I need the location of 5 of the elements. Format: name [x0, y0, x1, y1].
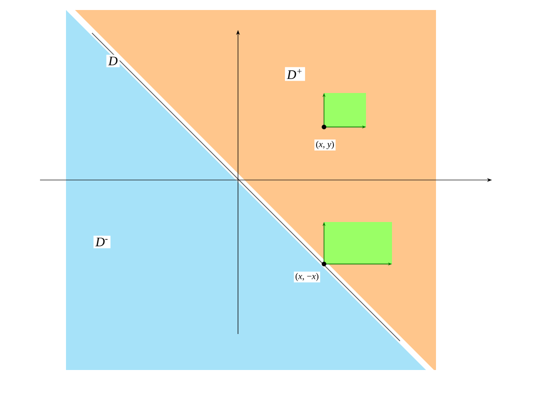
math-label: D$^{-}$	[94, 236, 110, 248]
math-label: D	[106, 54, 120, 68]
math-label: D$^{+}$	[284, 67, 306, 81]
math-label: (x, y)	[314, 140, 336, 150]
math-label: (x, −x)	[294, 272, 320, 282]
